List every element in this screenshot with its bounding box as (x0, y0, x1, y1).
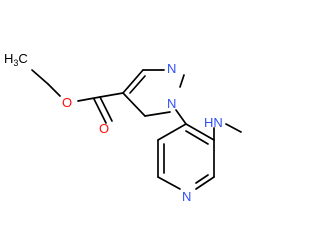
bond-c4-c3 (122, 69, 144, 94)
chemical-structure-diagram: H3C O O N N N HN (4, 51, 242, 204)
bond-carbonyl-c-ring (99, 92, 124, 98)
methylamino-group (213, 123, 242, 141)
amine-nh-label: HN (204, 115, 223, 130)
bond-n1-pyridine-c4 (175, 109, 187, 125)
bond-pyr-c3-c4 (185, 123, 215, 141)
bond-carbonyl-c-o-1 (99, 96, 113, 122)
ethyl-group (31, 69, 61, 97)
bond-ch2-o (47, 83, 61, 97)
pyrazole-n2-label: N (167, 61, 176, 76)
bond-pyr-n1-c2 (195, 176, 215, 190)
pyridine-n-label: N (182, 189, 191, 204)
bond-c5-c4 (122, 92, 146, 117)
pyrazole-n1-label: N (167, 96, 176, 111)
pyrazole-ring (122, 69, 185, 117)
ester-oxygen-label: O (62, 95, 72, 110)
bond-n1-c5 (144, 111, 171, 117)
bond-o-carbonyl-c (77, 96, 101, 102)
bond-nh-ch3 (225, 123, 242, 133)
bond-pyr-c4-c5 (157, 123, 187, 141)
ester-linkage (77, 92, 124, 124)
pyridine-ring (157, 123, 215, 190)
bond-pyr-c6-n1 (157, 176, 181, 190)
bond-c4-c3-inner (129, 75, 146, 94)
carbonyl-oxygen-label: O (99, 121, 109, 136)
bond-n2-n1 (179, 74, 185, 88)
ethyl-h3c-label: H3C (4, 51, 28, 68)
bond-carbonyl-c-o-2 (93, 98, 107, 124)
bond-ch3-ch2 (31, 69, 49, 85)
bond-pyr-c3-c4-inner (185, 130, 209, 145)
bond-pyr-n1-c2-inner (195, 174, 209, 184)
